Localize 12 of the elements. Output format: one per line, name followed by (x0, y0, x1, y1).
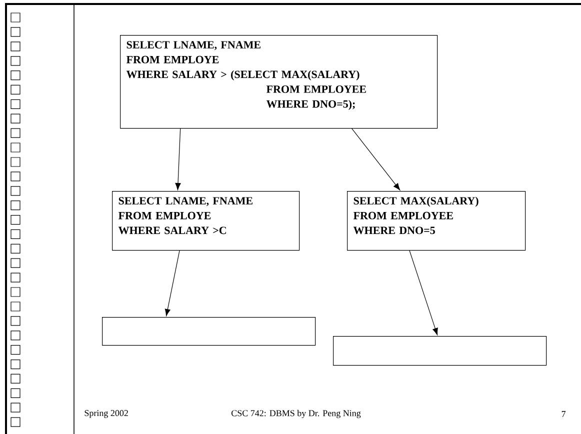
arrow (164, 250, 180, 316)
query-box: SELECT LNAME, FNAME FROM EMPLOYE WHERE SALARY >C (112, 191, 300, 251)
arrow (409, 250, 438, 336)
footer-text: Spring 2002 (84, 410, 128, 418)
query-box: SELECT MAX(SALARY) FROM EMPLOYEE WHERE DNO=5 (347, 191, 526, 251)
empty-box (102, 317, 316, 346)
empty-box (333, 336, 547, 366)
arrow (175, 128, 181, 190)
footer-text: CSC 742: DBMS by Dr. Peng Ning (232, 410, 361, 418)
arrow (352, 128, 400, 190)
page-number: 7 (562, 411, 566, 417)
query-box: SELECT LNAME, FNAME FROM EMPLOYE WHERE SALARY > (SELECT MAX(SALARY) FROM EMPLOYEE WHERE DNO=5); (120, 35, 438, 129)
